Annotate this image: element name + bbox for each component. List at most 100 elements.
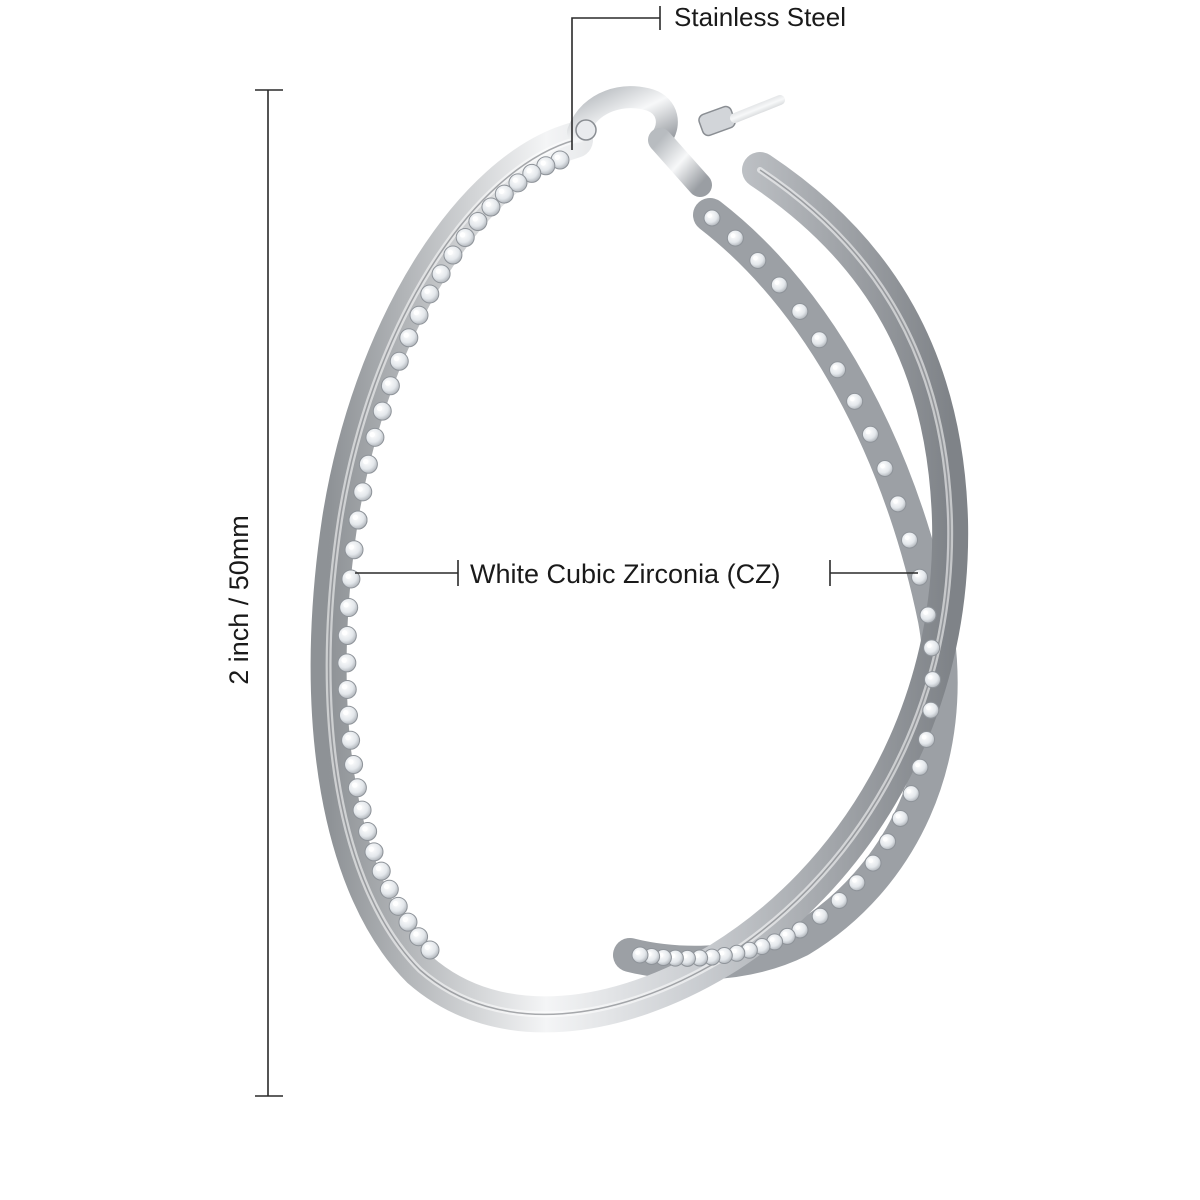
- stone-sparkle: [459, 232, 466, 238]
- cubic-zirconia-stone: [365, 427, 385, 447]
- stone-sparkle: [849, 396, 855, 402]
- stone-sparkle: [904, 535, 910, 541]
- hoop-outer-edge: [327, 139, 951, 1016]
- cubic-zirconia-stone: [901, 531, 919, 549]
- cubic-zirconia-stone: [911, 758, 929, 776]
- dimension-label: 2 inch / 50mm: [224, 515, 254, 685]
- stone-sparkle: [345, 573, 351, 579]
- stone-sparkle: [341, 684, 348, 690]
- stone-sparkle: [895, 813, 901, 819]
- stone-sparkle: [921, 734, 927, 740]
- cubic-zirconia-stone: [337, 653, 357, 673]
- cubic-zirconia-stone: [399, 328, 419, 348]
- stone-sparkle: [348, 759, 354, 765]
- cubic-zirconia-stone: [848, 874, 866, 892]
- stone-sparkle: [834, 895, 840, 901]
- cubic-zirconia-stone: [810, 331, 828, 349]
- cubic-zirconia-stone: [889, 495, 907, 513]
- cubic-zirconia-stone-icon: [631, 209, 942, 967]
- stone-sparkle: [744, 945, 750, 951]
- stone-sparkle: [814, 334, 820, 340]
- stone-sparkle: [345, 734, 351, 741]
- cubic-zirconia-stone: [830, 891, 848, 909]
- cubic-zirconia-stone: [348, 510, 368, 530]
- stone-sparkle: [512, 177, 518, 183]
- cubic-zirconia-stone: [481, 197, 501, 217]
- stone-sparkle: [343, 602, 349, 608]
- stone-sparkle: [865, 429, 871, 435]
- stone-sparkle: [782, 931, 788, 937]
- cubic-zirconia-stone: [352, 800, 372, 820]
- stone-sparkle: [351, 782, 358, 788]
- stone-sparkle: [694, 953, 700, 959]
- cubic-zirconia-stone: [388, 896, 408, 916]
- stone-sparkle: [682, 953, 688, 959]
- stone-sparkle: [832, 364, 838, 370]
- stone-sparkle: [393, 355, 400, 362]
- cubic-zirconia-stone: [344, 754, 364, 774]
- cubic-zirconia-stone: [431, 264, 451, 284]
- stone-sparkle: [923, 610, 928, 615]
- stone-sparkle: [719, 950, 725, 956]
- stone-sparkle: [926, 643, 932, 648]
- stone-sparkle: [707, 952, 712, 958]
- stone-sparkle: [795, 925, 800, 930]
- stone-sparkle: [730, 233, 736, 239]
- cubic-zirconia-stone: [879, 833, 897, 851]
- hoop-earring-icon: [310, 86, 969, 1033]
- cubic-zirconia-stone: [864, 854, 882, 872]
- cubic-zirconia-stone: [846, 392, 864, 410]
- stone-sparkle: [757, 941, 762, 947]
- cubic-zirconia-stone: [494, 184, 514, 204]
- stone-sparkle: [526, 167, 532, 174]
- cubic-zirconia-stone: [358, 822, 378, 842]
- stone-sparkle: [635, 950, 640, 955]
- cubic-zirconia-stone: [409, 305, 429, 325]
- stone-sparkle: [413, 931, 419, 937]
- stone-sparkle: [485, 201, 491, 207]
- stone-sparkle: [424, 288, 430, 294]
- stone-sparkle: [707, 213, 712, 219]
- stone-sparkle: [375, 865, 382, 872]
- stone-sparkle: [435, 268, 442, 274]
- stone-sparkle: [868, 858, 874, 864]
- stone-sparkle: [424, 944, 430, 950]
- cubic-zirconia-stone: [337, 679, 357, 699]
- cubic-zirconia-stone: [923, 639, 941, 657]
- stone-sparkle: [893, 499, 898, 504]
- stone-sparkle: [753, 255, 758, 261]
- stone-sparkle: [403, 332, 409, 338]
- cubic-zirconia-stone: [703, 209, 721, 227]
- cubic-zirconia-stone: [371, 861, 391, 881]
- cubic-zirconia-stone: [891, 809, 909, 827]
- cubic-zirconia-stone: [358, 454, 378, 474]
- cubic-zirconia-stone: [389, 351, 409, 371]
- stone-sparkle: [472, 216, 478, 222]
- cubic-zirconia-stone: [791, 302, 809, 320]
- cubic-zirconia-stone: [861, 425, 879, 443]
- stone-sparkle: [554, 154, 560, 160]
- cubic-zirconia-stone: [829, 361, 847, 379]
- stone-sparkle: [880, 463, 885, 469]
- cubic-zirconia-stone: [902, 785, 920, 803]
- stone-sparkle: [383, 883, 390, 890]
- cubic-zirconia-stone: [631, 946, 649, 964]
- cubic-zirconia-stone: [339, 598, 359, 618]
- stone-sparkle: [392, 900, 399, 907]
- cubic-zirconia-stone: [420, 284, 440, 304]
- cubic-zirconia-stone: [811, 907, 829, 925]
- stone-sparkle: [815, 911, 821, 917]
- stone-sparkle: [906, 788, 912, 794]
- stone-sparkle: [447, 249, 453, 255]
- material-annotation: Stainless Steel: [571, 2, 846, 150]
- stone-sparkle: [769, 937, 775, 942]
- cubic-zirconia-stone: [919, 606, 937, 624]
- stone-annotation: White Cubic Zirconia (CZ): [355, 559, 918, 589]
- stone-sparkle: [348, 544, 355, 550]
- stone-sparkle: [341, 657, 347, 663]
- stone-sparkle: [369, 431, 375, 438]
- stone-sparkle: [732, 948, 737, 954]
- dimension-bracket: 2 inch / 50mm: [224, 89, 283, 1097]
- stone-sparkle: [927, 674, 933, 680]
